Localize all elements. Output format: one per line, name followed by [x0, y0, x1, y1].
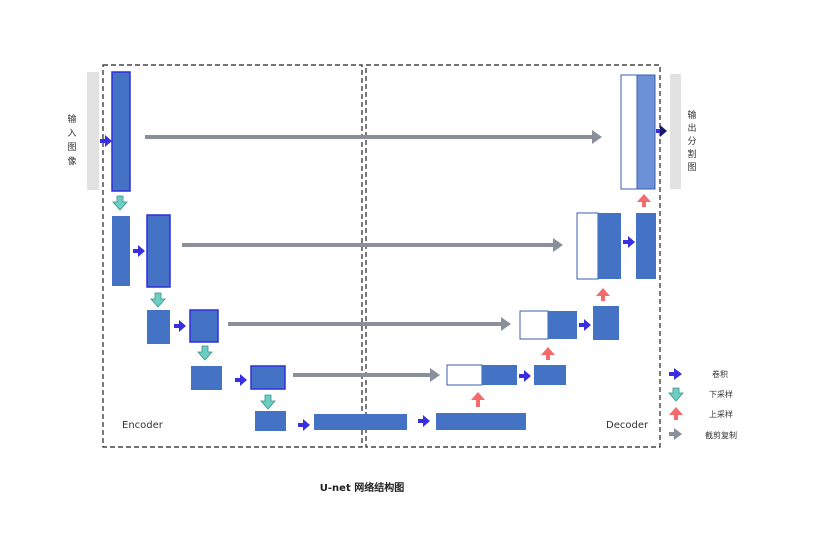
output-segmentation-label: 输 出 分 割 图	[687, 109, 696, 173]
input-label-bar	[87, 72, 99, 190]
dec-l1-concat-copy	[620, 74, 638, 190]
input-label-char: 图	[67, 142, 76, 153]
legend-label: 上采样	[709, 409, 733, 419]
conv-arrow-bottleneck	[298, 419, 310, 431]
bottleneck-block-a	[255, 411, 286, 431]
enc-l2-block-a	[112, 216, 130, 286]
legend: 卷积 下采样 上采样 截剪复制	[668, 368, 737, 440]
encoder-label: Encoder	[122, 420, 164, 431]
conv-arrow-output	[656, 125, 667, 137]
dec-l3-concat-up	[548, 311, 577, 339]
downsample-arrows	[112, 195, 276, 410]
downsample-arrow-3	[197, 345, 213, 361]
input-image-label: 输 入 图 像	[67, 113, 76, 167]
legend-label: 卷积	[712, 369, 728, 379]
copy-arrows	[145, 130, 602, 382]
input-label-char: 输	[67, 113, 76, 125]
copy-arrow-l4	[293, 368, 440, 382]
upsample-arrows	[471, 194, 651, 407]
legend-item-upsample: 上采样	[669, 407, 733, 420]
right-arrow-icon	[669, 368, 682, 380]
output-label-bar	[670, 74, 681, 189]
down-arrow-icon	[668, 387, 684, 402]
enc-l3-block-a	[147, 310, 170, 344]
dec-l2-concat-copy	[576, 212, 599, 280]
upsample-arrow-1	[471, 392, 485, 407]
legend-item-copy: 截剪复制	[669, 428, 737, 440]
conv-arrow-dec-l3	[579, 319, 591, 331]
conv-arrow-enc-l4	[235, 374, 247, 386]
downsample-arrow-2	[150, 292, 166, 308]
copy-arrow-l2	[182, 238, 563, 252]
enc-l1-conv-block	[111, 71, 131, 192]
enc-l3-block-b	[189, 309, 219, 343]
dec-l3-concat-copy	[519, 310, 549, 340]
output-label-char: 分	[687, 136, 696, 147]
output-label-char: 出	[687, 122, 696, 134]
copy-arrow-l3	[228, 317, 511, 331]
enc-l4-block-a	[191, 366, 222, 390]
dec-bottom-block	[436, 413, 526, 430]
copy-arrow-l1	[145, 130, 602, 144]
dec-l4-concat-up	[482, 365, 517, 385]
upsample-arrow-2	[541, 347, 555, 360]
dec-l3-conv-block	[593, 306, 619, 340]
conv-arrow-dec-l2	[623, 236, 635, 248]
downsample-arrow-1	[112, 195, 128, 211]
enc-l4-block-b	[250, 365, 286, 390]
conv-arrow-input	[100, 135, 112, 147]
conv-arrow-enc-l2	[133, 245, 145, 257]
legend-item-downsample: 下采样	[668, 387, 733, 402]
bottleneck-block-b	[314, 414, 407, 430]
legend-label: 下采样	[709, 389, 733, 399]
legend-label: 截剪复制	[705, 430, 737, 440]
encoder-frame	[102, 64, 363, 448]
dec-l4-conv-block	[534, 365, 566, 385]
output-label-char: 输	[687, 109, 696, 121]
conv-arrow-enc-l3	[174, 320, 186, 332]
decoder-frame	[365, 64, 661, 448]
conv-arrow-dec-bottom	[418, 415, 430, 427]
output-label-char: 割	[687, 148, 696, 160]
conv-arrows	[100, 125, 667, 431]
dec-l2-concat-up	[598, 213, 621, 279]
enc-l2-block-b	[146, 214, 171, 288]
output-label-char: 图	[687, 162, 696, 173]
downsample-arrow-4	[260, 394, 276, 410]
right-arrow-icon	[669, 428, 682, 440]
dec-l4-concat-copy	[446, 364, 483, 386]
upsample-arrow-3	[596, 288, 610, 301]
upsample-arrow-4	[637, 194, 651, 207]
input-label-char: 入	[67, 128, 76, 139]
up-arrow-icon	[669, 407, 683, 420]
dec-l1-concat-up	[636, 74, 656, 190]
legend-item-conv: 卷积	[669, 368, 728, 380]
dec-l2-conv-block	[636, 213, 656, 279]
decoder-label: Decoder	[606, 420, 649, 431]
input-label-char: 像	[67, 155, 76, 167]
conv-arrow-dec-l4	[519, 370, 531, 382]
diagram-title: U-net 网络结构图	[320, 481, 404, 494]
